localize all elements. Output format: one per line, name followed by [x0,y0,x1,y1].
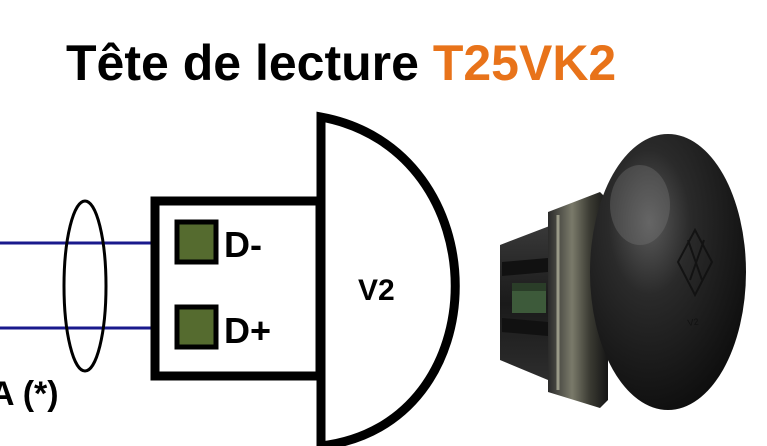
label-d-plus: D+ [224,310,271,351]
reader-dome-cap [590,134,746,410]
terminal-d-plus [174,304,219,350]
reader-marking-v2: V2 [687,317,699,328]
cable-bundle-ellipse [62,199,108,373]
reader-emboss-logo [676,227,714,298]
note-text: A (*) [0,375,59,413]
reader-rear-slot-bottom [502,318,548,336]
terminal-d-minus [174,219,219,265]
label-d-minus: D- [224,224,262,265]
reader-rear-slot-top [502,258,548,276]
reader-dome-highlight [610,165,670,245]
title-prefix: Tête de lecture [66,35,419,91]
page-title: Tête de lecture T25VK2 [66,34,616,92]
reader-green-insert-shade [512,283,546,291]
label-v2: V2 [358,274,395,307]
reader-head-photo: V2 [500,134,746,410]
dome-outline [316,111,460,446]
title-model: T25VK2 [432,35,617,91]
